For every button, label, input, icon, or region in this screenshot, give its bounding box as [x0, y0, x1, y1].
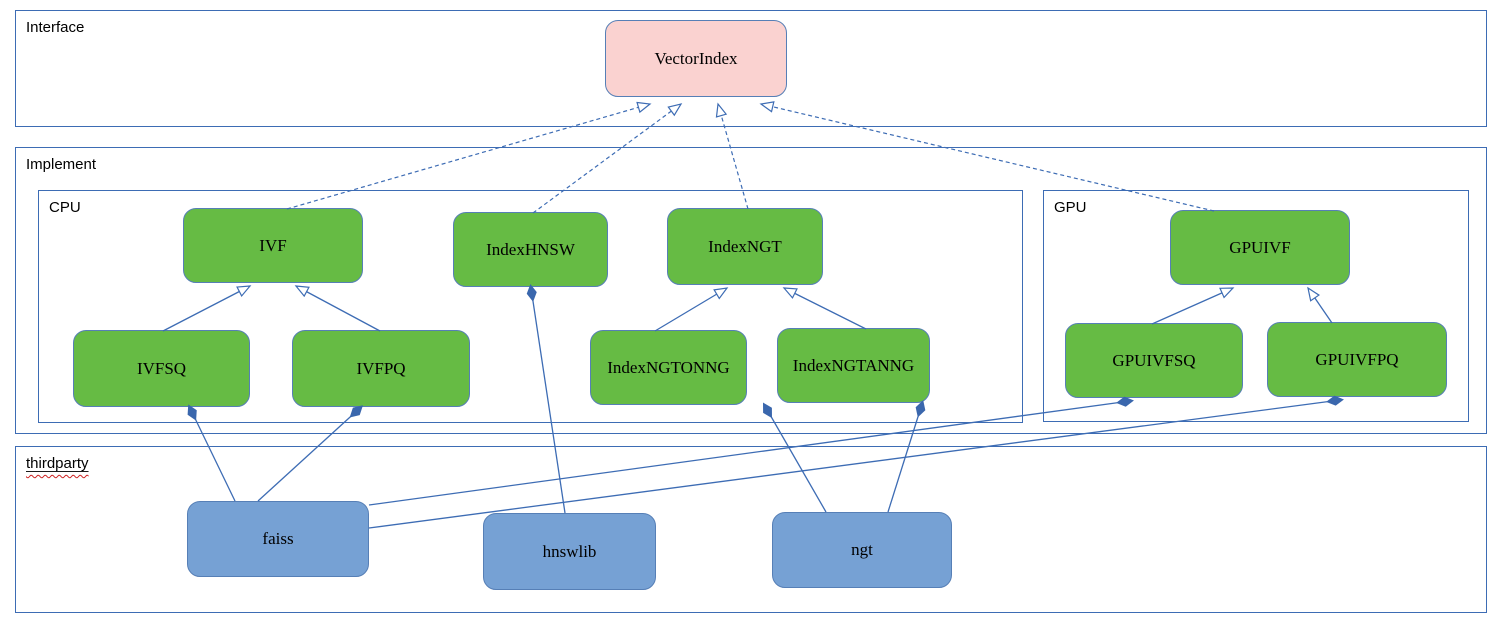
- node-ngt[interactable]: ngt: [772, 512, 952, 588]
- node-indexngtanng-label: IndexNGTANNG: [792, 355, 915, 375]
- node-ivfsq[interactable]: IVFSQ: [73, 330, 250, 407]
- node-indexngtonng-label: IndexNGTONNG: [607, 357, 730, 377]
- node-ivfsq-label: IVFSQ: [136, 358, 187, 378]
- node-ngt-label: ngt: [851, 540, 873, 559]
- node-gpuivf-label: GPUIVF: [1229, 237, 1291, 257]
- panel-implement-label: Implement: [26, 156, 97, 173]
- node-indexngtonng[interactable]: IndexNGTONNG: [590, 330, 747, 405]
- node-gpuivfpq-label: GPUIVFPQ: [1315, 349, 1399, 369]
- node-indexngt-label: IndexNGT: [708, 236, 782, 256]
- node-gpuivf[interactable]: GPUIVF: [1170, 210, 1350, 285]
- node-ivfpq-label: IVFPQ: [356, 358, 406, 378]
- panel-interface-label: Interface: [26, 19, 85, 36]
- node-gpuivfsq-label: GPUIVFSQ: [1112, 350, 1196, 370]
- panel-cpu-label: CPU: [49, 199, 81, 216]
- panel-gpu-label: GPU: [1054, 199, 1087, 216]
- node-indexhnsw[interactable]: IndexHNSW: [453, 212, 608, 287]
- panel-thirdparty-label: thirdparty: [26, 455, 89, 472]
- node-ivf[interactable]: IVF: [183, 208, 363, 283]
- node-indexngtanng[interactable]: IndexNGTANNG: [777, 328, 930, 403]
- node-ivf-label: IVF: [259, 235, 287, 255]
- panel-thirdparty-label-text: thirdparty: [26, 455, 89, 472]
- node-ivfpq[interactable]: IVFPQ: [292, 330, 470, 407]
- node-gpuivfsq[interactable]: GPUIVFSQ: [1065, 323, 1243, 398]
- node-faiss[interactable]: faiss: [187, 501, 369, 577]
- node-faiss-label: faiss: [262, 529, 294, 548]
- node-vectorindex-label: VectorIndex: [654, 48, 738, 68]
- node-indexhnsw-label: IndexHNSW: [486, 239, 575, 259]
- node-vectorindex[interactable]: VectorIndex: [605, 20, 787, 97]
- node-hnswlib[interactable]: hnswlib: [483, 513, 656, 590]
- node-gpuivfpq[interactable]: GPUIVFPQ: [1267, 322, 1447, 397]
- node-indexngt[interactable]: IndexNGT: [667, 208, 823, 285]
- node-hnswlib-label: hnswlib: [542, 541, 597, 561]
- panel-interface[interactable]: Interface: [15, 10, 1487, 127]
